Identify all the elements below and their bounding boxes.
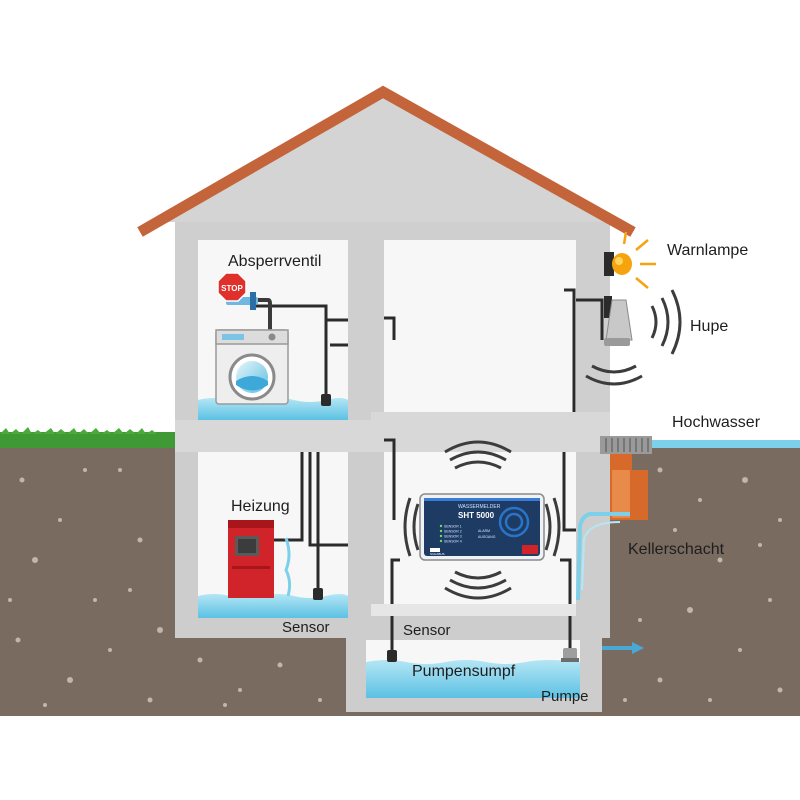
sensor-probe-upper	[321, 394, 331, 406]
pump-outlet-arrow-icon	[602, 642, 644, 654]
device-row-1: SENSOR 1	[444, 525, 462, 529]
sound-waves-device-top	[444, 440, 512, 470]
device-side-1: ALARM	[478, 529, 490, 533]
soil-pebbles	[8, 467, 783, 707]
label-hupe: Hupe	[690, 318, 729, 335]
water-basement-floor	[198, 594, 348, 618]
water-inflow-shaft	[576, 512, 630, 601]
grass-blades	[0, 427, 180, 434]
device-row-4: SENSOR 4	[444, 540, 462, 544]
house-gable	[152, 97, 623, 222]
sensor-probe-sump	[387, 650, 397, 662]
device-header: WASSERMELDER	[458, 504, 501, 510]
device-sensor-rows: SENSOR 1 SENSOR 2 SENSOR 3 SENSOR 4 ALAR…	[439, 525, 496, 544]
room-upper-right	[384, 240, 576, 412]
grass	[0, 432, 180, 448]
water-drip-heater	[284, 537, 292, 597]
floor-slab-basement	[371, 604, 576, 616]
label-sensor-left: Sensor	[282, 619, 330, 636]
sound-waves-device-right	[544, 497, 561, 557]
label-warnlampe: Warnlampe	[667, 242, 749, 259]
pump-icon	[561, 648, 579, 662]
device-row-3: SENSOR 3	[444, 535, 462, 539]
water-flood-outside	[640, 440, 800, 448]
device-row-2: SENSOR 2	[444, 530, 462, 534]
label-heizung: Heizung	[231, 498, 290, 515]
device-logo-ring-inner	[504, 512, 524, 532]
sensor-probe-basement	[313, 588, 323, 600]
label-kellerschacht: Kellerschacht	[628, 541, 725, 558]
floor-slab-upper-right	[371, 412, 610, 452]
cellar-shaft	[600, 436, 652, 520]
sound-waves-device-left	[403, 497, 420, 557]
device-side-2: AUSGANG	[478, 535, 496, 539]
label-pumpe: Pumpe	[541, 688, 589, 705]
sound-waves-device-bottom	[444, 570, 512, 600]
stop-sign-icon: STOP	[217, 272, 247, 302]
warning-lamp-icon	[604, 231, 656, 289]
heating-unit-icon	[228, 520, 274, 598]
label-hochwasser: Hochwasser	[672, 414, 761, 431]
wiring	[256, 288, 604, 652]
horn-icon	[604, 296, 633, 346]
roof	[137, 85, 636, 237]
stop-sign-text: STOP	[221, 284, 243, 293]
sound-waves-horn	[585, 289, 682, 386]
water-alarm-device: WASSERMELDER SHT 5000 SENSOR 1 SENSOR 2 …	[419, 493, 545, 561]
label-absperrventil: Absperrventil	[228, 253, 322, 270]
water-pump-sump	[366, 660, 580, 698]
label-pumpensumpf: Pumpensumpf	[412, 663, 516, 680]
floor-slab-upper-left	[175, 420, 371, 452]
device-footer: SCHABUS	[430, 552, 445, 556]
device-model: SHT 5000	[458, 511, 495, 520]
water-inflow-shaft-2	[581, 521, 621, 591]
label-sensor-mid: Sensor	[403, 622, 451, 639]
washing-machine-icon	[215, 329, 289, 405]
device-logo-ring-outer	[498, 506, 530, 538]
